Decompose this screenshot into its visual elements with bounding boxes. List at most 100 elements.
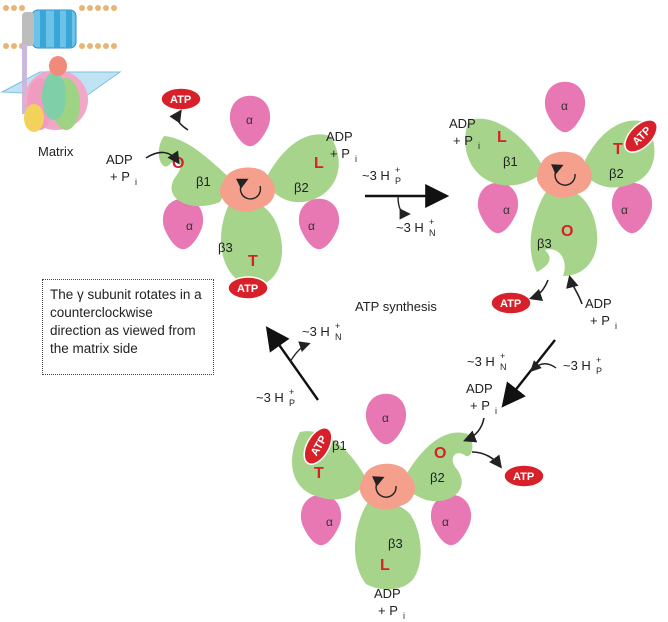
rotor-3: α α α ATP β1 T O β2 β3 L xyxy=(292,393,473,590)
beta3-subunit xyxy=(530,190,598,276)
beta2-label: β2 xyxy=(609,166,624,181)
beta2-state: O xyxy=(434,445,446,462)
gamma-rotation-note: The γ subunit rotates in a counterclockw… xyxy=(42,279,214,375)
transition-arrow-2: ~3 H + N ~3 H + P xyxy=(467,339,602,408)
adp-label: ADP xyxy=(585,296,612,311)
transition-arrow-1: ~3 H + P ~3 H + N xyxy=(362,165,450,238)
beta3-subunit xyxy=(220,202,283,287)
rotor-2-io: ADP + P i ATP ADP + P i xyxy=(449,116,617,331)
n-sub: N xyxy=(335,332,342,342)
alpha-subunit xyxy=(298,198,340,250)
atp-released-icon xyxy=(503,464,545,488)
alpha-label: α xyxy=(503,203,510,217)
atp-label: ATP xyxy=(237,283,258,295)
beta1-subunit xyxy=(465,118,545,186)
plus-sup: + xyxy=(429,217,434,227)
beta3-state: T xyxy=(248,253,258,270)
atp-label: ATP xyxy=(513,471,534,483)
gamma-subunit xyxy=(536,151,592,198)
pi-subscript: i xyxy=(478,141,480,151)
membrane-inset-icon xyxy=(0,5,122,132)
beta3-label: β3 xyxy=(388,536,403,551)
matrix-label: Matrix xyxy=(38,144,74,159)
beta1-label: β1 xyxy=(196,174,211,189)
release-arrow-icon xyxy=(471,451,502,469)
rotation-arrow-icon xyxy=(372,476,397,498)
pi-label: + P xyxy=(110,169,130,184)
pi-label: + P xyxy=(378,603,398,618)
plus-sup: + xyxy=(289,387,294,397)
pi-subscript: i xyxy=(135,177,137,187)
plus-sup: + xyxy=(335,321,340,331)
atp-released-icon xyxy=(490,291,532,315)
adp-label: ADP xyxy=(374,586,401,601)
beta2-label: β2 xyxy=(430,470,445,485)
proton-p-label: ~3 H xyxy=(256,390,284,405)
binding-arrow-icon xyxy=(463,417,485,443)
beta3-subunit xyxy=(354,502,421,590)
pi-subscript: i xyxy=(403,611,405,621)
plus-sup: + xyxy=(596,355,601,365)
binding-arrow-icon xyxy=(566,274,583,305)
beta2-state: L xyxy=(314,155,324,172)
beta1-state: T xyxy=(314,465,324,482)
alpha-label: α xyxy=(186,219,193,233)
p-sub: P xyxy=(596,366,602,376)
alpha-label: α xyxy=(382,411,389,425)
pi-subscript: i xyxy=(495,406,497,416)
beta1-label: β1 xyxy=(332,438,347,453)
rotor-2: α α α ATP L β1 T β2 β3 O xyxy=(465,81,658,276)
beta2-subunit xyxy=(264,134,339,203)
beta3-label: β3 xyxy=(218,240,233,255)
proton-p-label: ~3 H xyxy=(362,168,390,183)
atp-synthesis-label: ATP synthesis xyxy=(355,299,437,314)
rotor-3-io: ADP + P i ATP ADP + P i xyxy=(374,381,545,621)
pi-subscript: i xyxy=(355,154,357,164)
alpha-label: α xyxy=(621,203,628,217)
pi-label: + P xyxy=(330,146,350,161)
proton-out-arrow-icon xyxy=(289,341,311,363)
beta3-state: O xyxy=(561,223,573,240)
adp-label: ADP xyxy=(326,129,353,144)
beta3-state: L xyxy=(380,557,390,574)
beta1-state: L xyxy=(497,129,507,146)
atp-label: ATP xyxy=(170,94,191,106)
pi-subscript: i xyxy=(615,321,617,331)
adp-label: ADP xyxy=(466,381,493,396)
n-sub: N xyxy=(429,228,436,238)
alpha-label: α xyxy=(561,99,568,113)
beta2-subunit xyxy=(402,432,473,502)
proton-out-arrow-icon xyxy=(530,360,557,372)
proton-n-label: ~3 H xyxy=(302,324,330,339)
adp-label: ADP xyxy=(449,116,476,131)
alpha-label: α xyxy=(308,219,315,233)
proton-n-label: ~3 H xyxy=(467,354,495,369)
adp-label: ADP xyxy=(106,152,133,167)
p-sub: P xyxy=(289,398,295,408)
release-arrow-icon xyxy=(528,279,549,302)
rotation-arrow-icon xyxy=(551,164,576,186)
rotation-arrow-icon xyxy=(235,178,262,200)
release-arrow-icon xyxy=(169,109,189,131)
proton-p-label: ~3 H xyxy=(563,358,591,373)
beta3-label: β3 xyxy=(537,236,552,251)
beta2-state: T xyxy=(613,141,623,158)
rotor-1: α α α ATP O β1 L β2 β3 T xyxy=(158,95,340,300)
n-sub: N xyxy=(500,362,507,372)
pi-label: + P xyxy=(590,313,610,328)
atp-bound-icon xyxy=(624,119,658,153)
p-sub: P xyxy=(395,176,401,186)
gamma-subunit xyxy=(359,463,415,510)
binding-arrow-icon xyxy=(145,150,180,165)
proton-n-label: ~3 H xyxy=(396,220,424,235)
alpha-subunit xyxy=(162,198,204,250)
atp-label: ATP xyxy=(500,298,521,310)
atp-bound-icon xyxy=(227,276,269,300)
alpha-label: α xyxy=(442,515,449,529)
plus-sup: + xyxy=(500,351,505,361)
alpha-label: α xyxy=(246,113,253,127)
transition-arrow-3: ~3 H + N ~3 H + P xyxy=(256,321,342,408)
pi-label: + P xyxy=(453,133,473,148)
beta2-label: β2 xyxy=(294,180,309,195)
